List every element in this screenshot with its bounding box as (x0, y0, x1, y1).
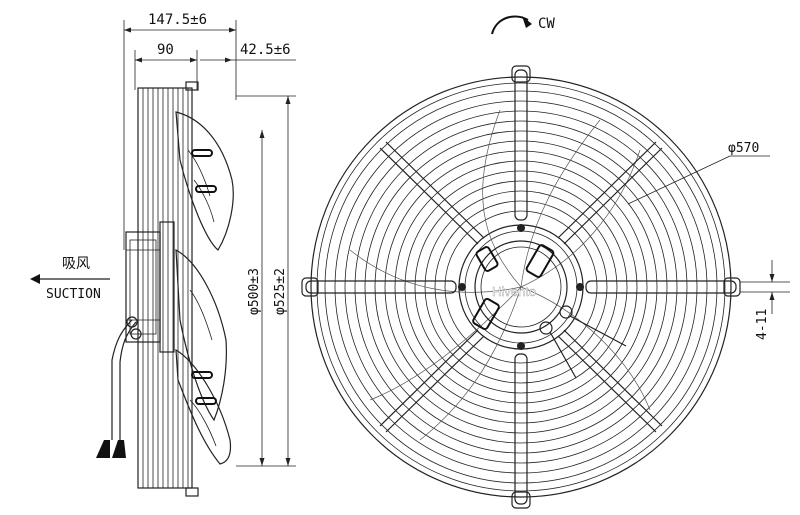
grille-diameter-label: φ570 (728, 141, 759, 156)
cable-end-left (96, 440, 110, 458)
side-blades (175, 111, 234, 465)
side-grille (137, 81, 199, 497)
hole-dimension (740, 260, 790, 314)
body-depth-label: 90 (157, 42, 174, 58)
ring-diameter-label: φ525±2 (273, 268, 288, 315)
grille-rings (310, 76, 732, 498)
watermark: Hivento (492, 284, 536, 299)
suction-label-cn: 吸风 (62, 256, 90, 272)
suction-indicator (30, 274, 110, 284)
side-diameter-dimensions (236, 95, 296, 467)
blade-offset-label: 42.5±6 (240, 42, 291, 58)
front-view: CW (301, 15, 790, 509)
top-dimension-lines (123, 20, 296, 250)
curved-arrow-icon (491, 15, 529, 35)
motor-body (125, 221, 175, 353)
support-bars (305, 69, 737, 505)
side-view: 147.5±6 90 42.5±6 (30, 12, 296, 497)
mounting-holes-label: 4-11 (755, 309, 770, 340)
hub (458, 224, 627, 379)
suction-label-en: SUCTION (46, 287, 101, 302)
front-blades (349, 109, 651, 441)
cable-end-right (112, 440, 126, 458)
overall-depth-label: 147.5±6 (148, 12, 207, 28)
left-arrow-icon (30, 274, 40, 284)
blade-diameter-label: φ500±3 (247, 268, 262, 315)
cables (96, 316, 142, 458)
rotation-label: CW (538, 16, 555, 32)
mounting-lugs (301, 65, 741, 509)
